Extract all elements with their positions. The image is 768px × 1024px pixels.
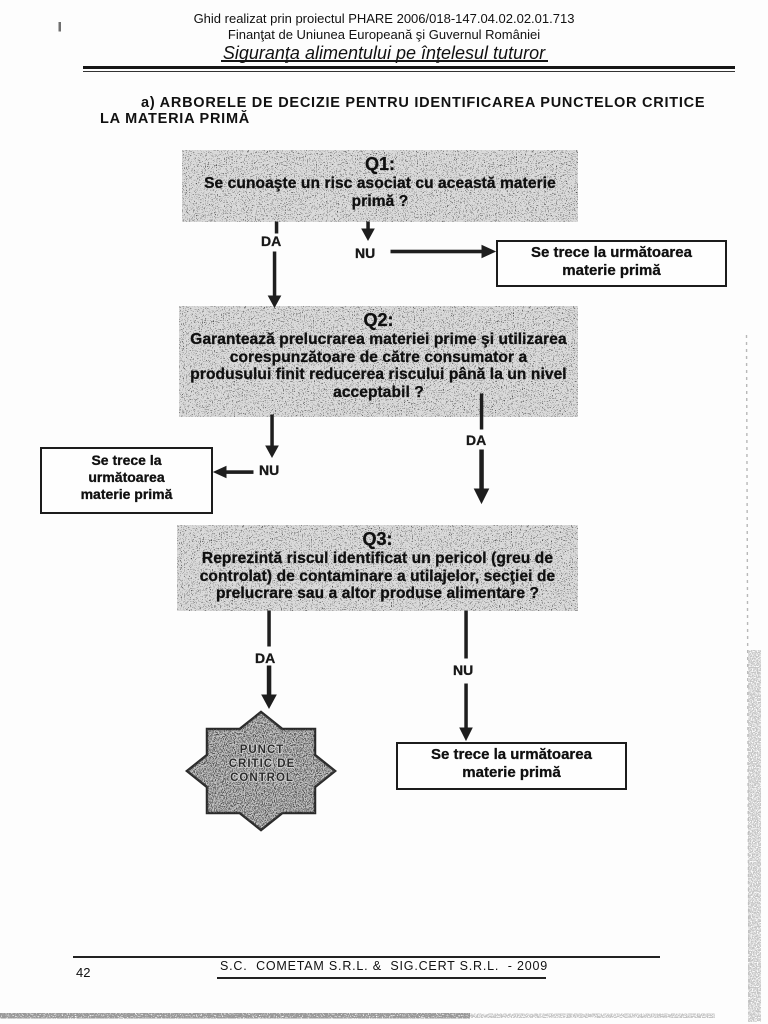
svg-text:CONTROL: CONTROL <box>230 772 294 784</box>
svg-text:CRITIC DE: CRITIC DE <box>229 758 296 770</box>
svg-text:PUNCT: PUNCT <box>240 744 285 756</box>
